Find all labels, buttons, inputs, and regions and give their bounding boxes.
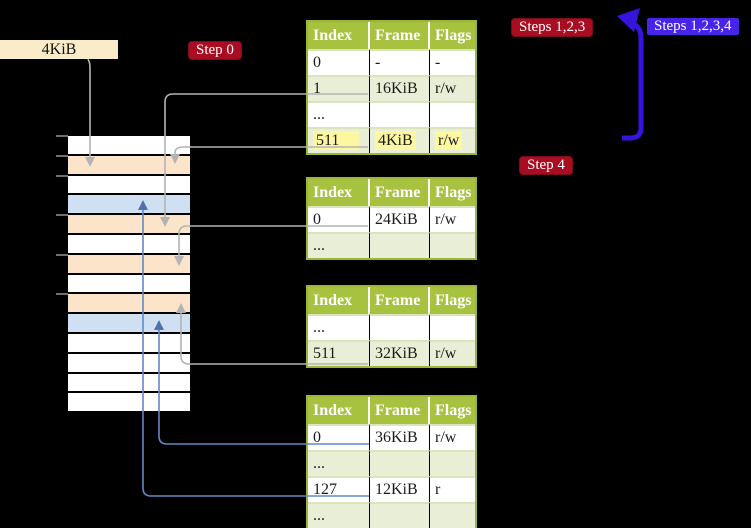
memory-frame-row-white	[68, 234, 190, 255]
table-cell: r	[430, 476, 475, 502]
table-cell: 127	[308, 476, 370, 502]
table-row: ...	[308, 502, 475, 528]
table-cell: 0	[308, 49, 370, 75]
column-header-index: Index	[308, 287, 370, 314]
table-cell: 0	[308, 424, 370, 450]
memory-tick	[56, 293, 68, 296]
column-header-flags: Flags	[430, 22, 475, 49]
table-row: ...	[308, 450, 475, 476]
memory-tick	[56, 135, 68, 137]
table-cell: 16KiB	[370, 75, 430, 101]
memory-tick	[56, 214, 68, 217]
table-cell: r/w	[430, 75, 475, 101]
table-cell	[430, 101, 475, 127]
highlighted-value: 511	[313, 131, 360, 150]
table-cell	[430, 450, 475, 476]
table-cell: 36KiB	[370, 424, 430, 450]
table-cell: 511	[308, 340, 370, 366]
memory-frame-row-peach	[68, 155, 190, 176]
table-cell	[430, 502, 475, 528]
table-cell: ...	[308, 232, 370, 258]
column-header-frame: Frame	[370, 287, 430, 314]
column-header-flags: Flags	[430, 179, 475, 206]
table-cell: 4KiB	[370, 127, 430, 153]
table-cell: 1	[308, 75, 370, 101]
table-cell: r/w	[430, 127, 475, 153]
table-cell: 12KiB	[370, 476, 430, 502]
memory-frame-row-white	[68, 373, 190, 394]
table-cell: 0	[308, 206, 370, 232]
table-row: ...	[308, 232, 475, 258]
memory-frame-row-peach	[68, 254, 190, 275]
table-cell: ...	[308, 101, 370, 127]
memory-frame-row-white	[68, 353, 190, 374]
column-header-frame: Frame	[370, 397, 430, 424]
memory-frame-row-white	[68, 136, 190, 156]
table-cell	[370, 232, 430, 258]
memory-frame-row-white	[68, 274, 190, 295]
memory-frame-row-white	[68, 333, 190, 354]
table-cell: ...	[308, 502, 370, 528]
column-header-index: Index	[308, 179, 370, 206]
memory-address-label: 4KiB	[0, 40, 118, 59]
highlighted-value: r/w	[435, 131, 463, 150]
badge-steps-1-2-3-4: Steps 1,2,3,4	[647, 18, 739, 35]
table-row: 0--	[308, 49, 475, 75]
memory-tick	[56, 254, 68, 256]
table-cell: r/w	[430, 424, 475, 450]
column-header-index: Index	[308, 22, 370, 49]
table-cell: r/w	[430, 340, 475, 366]
physical-memory-column	[68, 136, 190, 414]
column-header-frame: Frame	[370, 179, 430, 206]
memory-tick	[56, 174, 68, 177]
table-cell	[370, 502, 430, 528]
table-cell	[370, 314, 430, 340]
badge-steps-1-2-3: Steps 1,2,3	[511, 18, 594, 37]
badge-step-0: Step 0	[188, 41, 242, 60]
table-cell	[370, 101, 430, 127]
memory-frame-row-blue	[68, 314, 190, 334]
column-header-frame: Frame	[370, 22, 430, 49]
table-row: 511 4KiB r/w	[308, 127, 475, 153]
table-cell: 511	[308, 127, 370, 153]
table-cell: r/w	[430, 206, 475, 232]
table-cell	[370, 450, 430, 476]
table-cell: 32KiB	[370, 340, 430, 366]
column-header-index: Index	[308, 397, 370, 424]
table-cell: 24KiB	[370, 206, 430, 232]
recursive-loop-arrow	[617, 8, 644, 141]
table-row: ...	[308, 101, 475, 127]
memory-frame-row-peach	[68, 294, 190, 315]
table-cell: -	[370, 49, 430, 75]
table-cell	[430, 232, 475, 258]
table-cell	[430, 314, 475, 340]
table-row: ...	[308, 314, 475, 340]
memory-frame-row-blue	[68, 195, 190, 216]
highlighted-value: 4KiB	[375, 131, 416, 150]
memory-frame-row-white	[68, 393, 190, 414]
column-header-flags: Flags	[430, 287, 475, 314]
table-cell: ...	[308, 450, 370, 476]
badge-step-4: Step 4	[519, 156, 573, 175]
memory-tick	[56, 154, 68, 157]
memory-frame-row-white	[68, 175, 190, 196]
table-cell: -	[430, 49, 475, 75]
table-cell: ...	[308, 314, 370, 340]
column-header-flags: Flags	[430, 397, 475, 424]
memory-frame-row-peach	[68, 215, 190, 235]
